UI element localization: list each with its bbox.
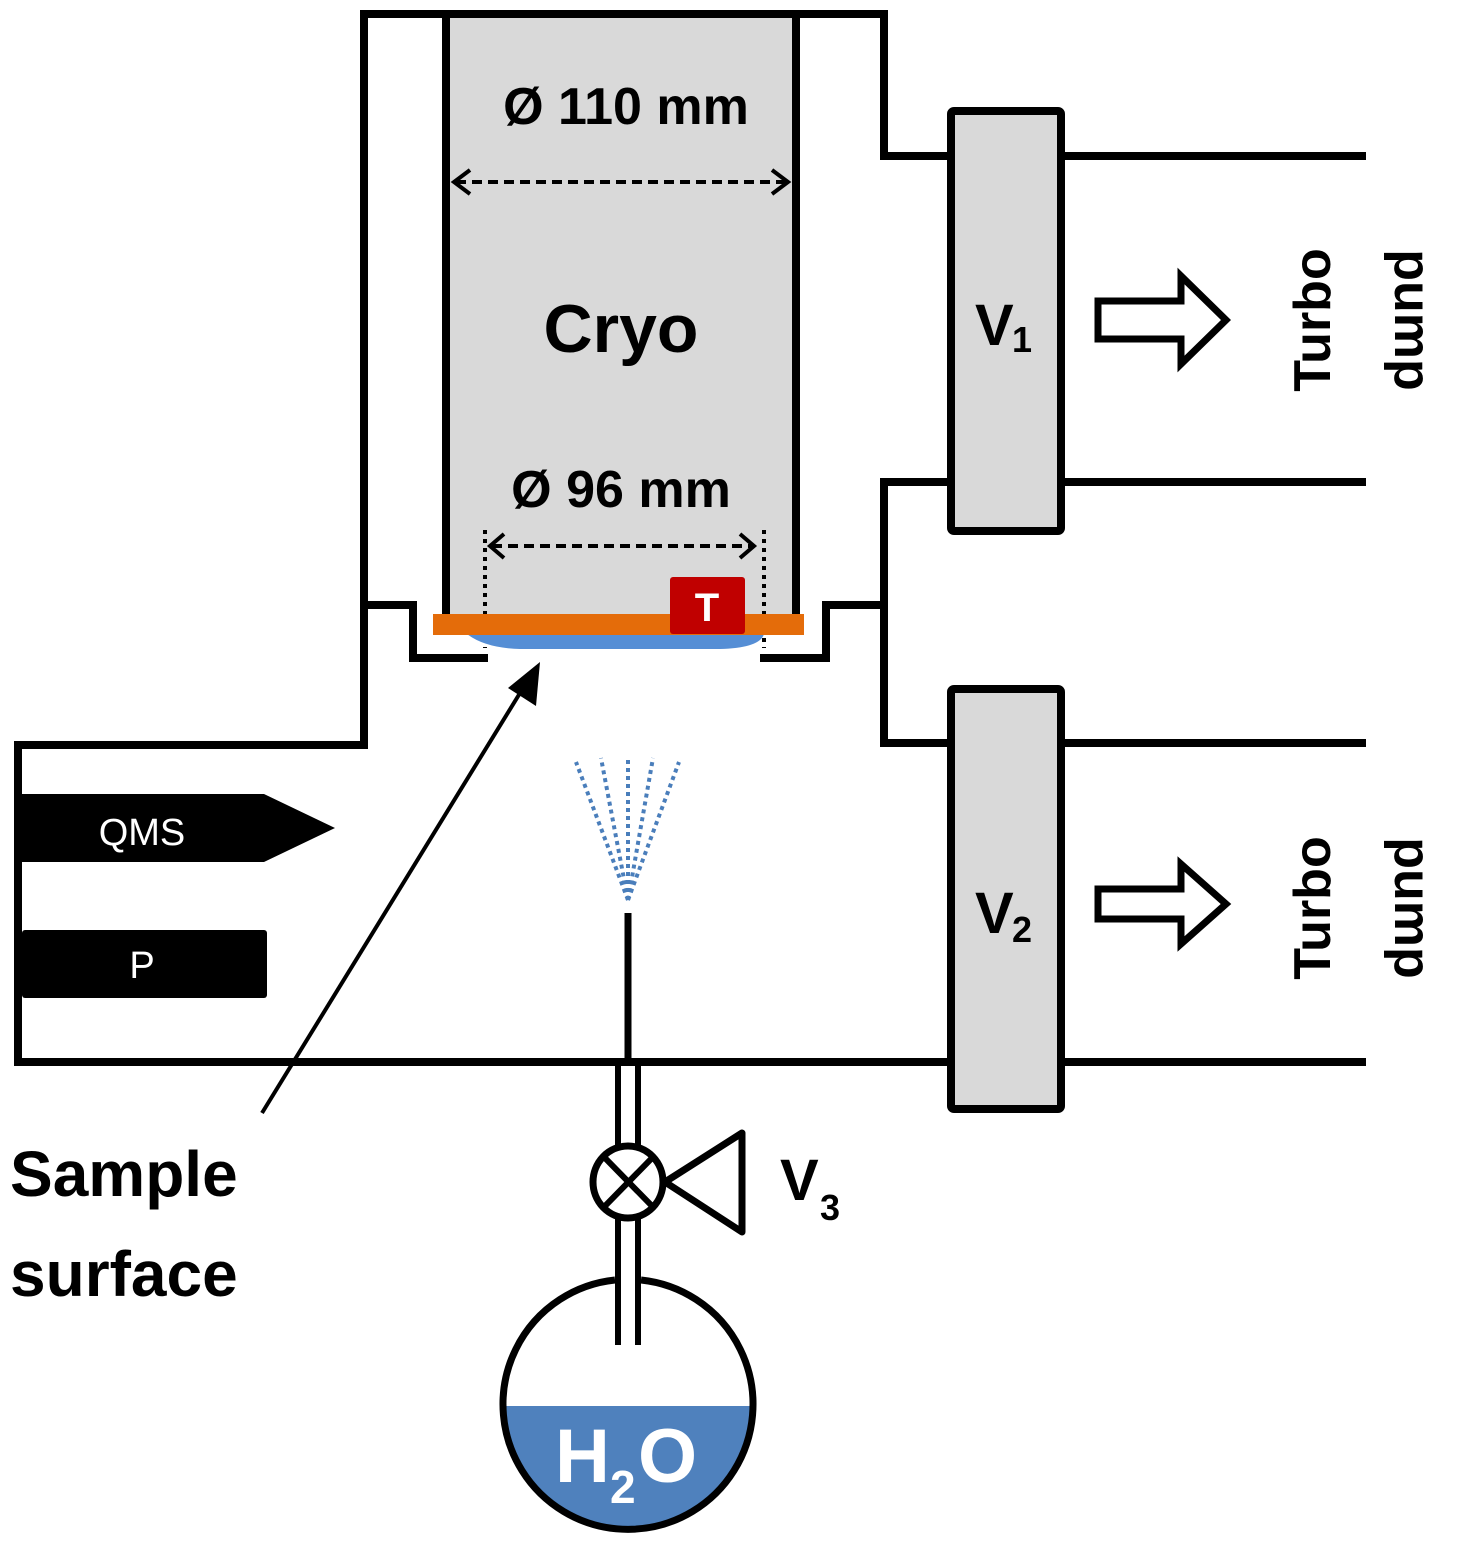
cryo-label: Cryo bbox=[544, 291, 699, 367]
water-formula-subscript: 2 bbox=[610, 1461, 636, 1513]
pump1-label-pump: pump bbox=[1383, 249, 1441, 391]
cryostat-body bbox=[446, 14, 796, 618]
water-formula-label: H 2 O bbox=[555, 1414, 697, 1513]
outer-diameter-arrow-right-icon bbox=[770, 168, 792, 196]
valve-v3-subscript: 3 bbox=[820, 1187, 840, 1228]
water-spray-icon bbox=[574, 756, 681, 901]
sample-surface-pointer bbox=[260, 678, 530, 1115]
valve-v2 bbox=[947, 685, 1065, 1113]
pump1-label-turbo: Turbo bbox=[1284, 248, 1342, 391]
pressure-gauge bbox=[22, 930, 267, 998]
sample-holder bbox=[433, 614, 804, 635]
valve-v3 bbox=[589, 1129, 746, 1236]
pressure-gauge-label: P bbox=[129, 945, 154, 987]
qms-label: QMS bbox=[99, 812, 186, 854]
chamber-wall-right bbox=[760, 601, 888, 662]
outer-diameter-arrow-left-icon bbox=[450, 168, 472, 196]
chamber-lower-left bbox=[14, 601, 954, 1066]
chamber-right-manifold bbox=[880, 478, 954, 747]
sample-surface-pointer-head-icon bbox=[508, 662, 540, 706]
outer-diameter-label: Ø 110 mm bbox=[503, 78, 749, 136]
valve-v2-label: V bbox=[975, 881, 1014, 946]
ice-layer bbox=[467, 634, 764, 649]
chamber-top bbox=[360, 10, 954, 160]
sample-diameter-label: Ø 96 mm bbox=[511, 461, 731, 519]
valve-v1-label: V bbox=[975, 293, 1014, 358]
valve-v1-subscript: 1 bbox=[1012, 319, 1032, 360]
sample-diameter-arrow-right-icon bbox=[738, 532, 758, 560]
temperature-sensor bbox=[670, 577, 745, 634]
sample-diameter-arrow-left-icon bbox=[486, 532, 506, 560]
qms-probe bbox=[22, 794, 335, 862]
valve-v2-subscript: 2 bbox=[1012, 909, 1032, 950]
temperature-sensor-label: T bbox=[695, 586, 719, 630]
water-formula-h: H bbox=[555, 1414, 610, 1499]
pump2-label-pump: pump bbox=[1383, 837, 1441, 979]
water-formula-o: O bbox=[638, 1414, 697, 1499]
pump2-label-turbo: Turbo bbox=[1284, 836, 1342, 979]
sample-surface-label-line2: surface bbox=[10, 1238, 238, 1310]
pump2-arrow-icon bbox=[1094, 856, 1232, 952]
valve-v3-label: V bbox=[780, 1148, 819, 1213]
valve-v1 bbox=[947, 107, 1065, 535]
water-reservoir-flask bbox=[499, 1276, 757, 1533]
sample-surface-label-line1: Sample bbox=[10, 1138, 238, 1210]
pump1-arrow-icon bbox=[1094, 267, 1232, 373]
chamber-wall-left bbox=[360, 10, 488, 662]
